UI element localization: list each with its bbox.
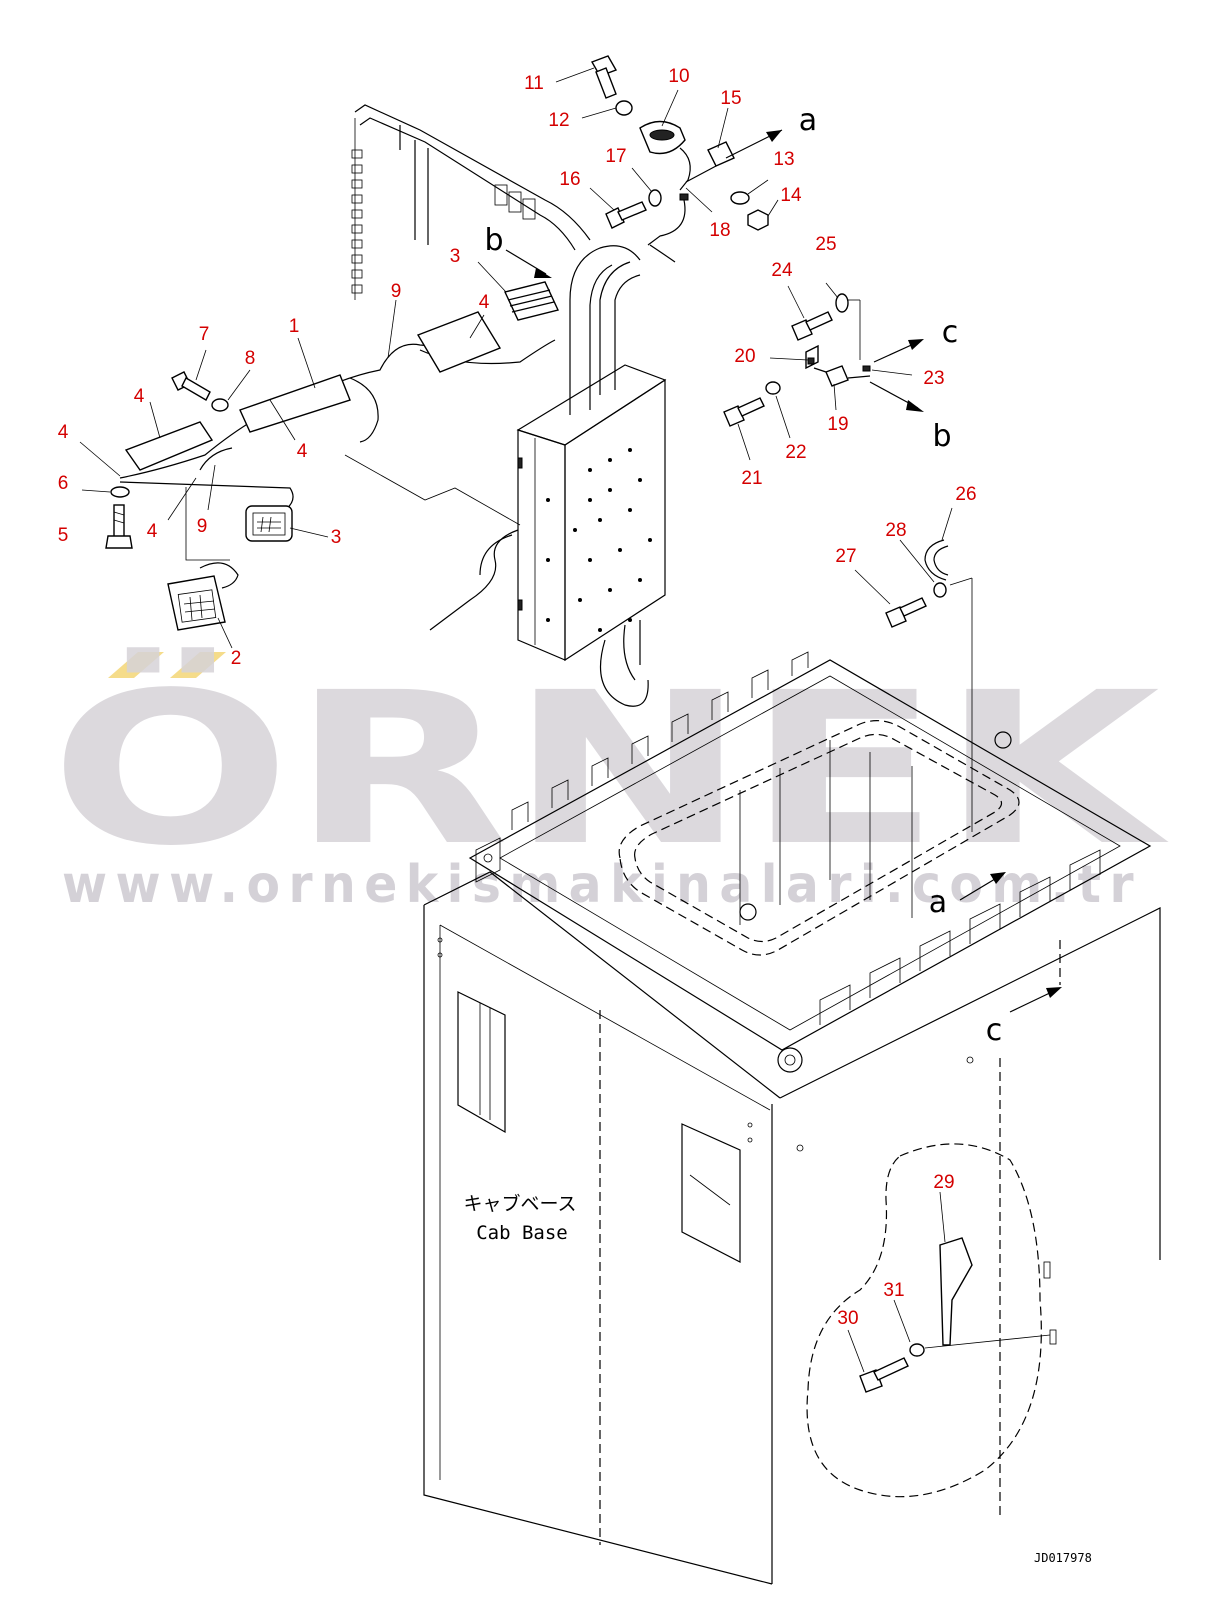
relay-19	[813, 365, 871, 387]
rear-lamp	[639, 120, 691, 191]
bolt-21	[723, 397, 765, 427]
plate-29	[939, 1237, 973, 1346]
mounting-clip	[1049, 1329, 1057, 1345]
protector-sleeve	[124, 311, 502, 471]
callout-18: 18	[709, 220, 730, 241]
bolt-5	[105, 504, 133, 549]
connector-string	[351, 118, 363, 300]
callout-9: 9	[197, 516, 208, 537]
callout-26: 26	[955, 484, 976, 505]
watermark-accent-mark	[108, 652, 164, 678]
washer-22	[765, 381, 781, 395]
washer-17	[648, 189, 662, 207]
connector-block	[504, 281, 559, 321]
callout-11: 11	[524, 73, 544, 94]
callout-23: 23	[923, 368, 944, 389]
callout-2: 2	[231, 648, 242, 669]
callout-25: 25	[815, 234, 836, 255]
callout-30: 30	[837, 1308, 858, 1329]
callout-numbers: 1 2 3 3 4 4 4 4 4 5 6 7 8 9 9 10 11 12 1…	[58, 66, 977, 1329]
arrow-letter-c: c	[942, 315, 959, 350]
nut-14	[747, 209, 769, 231]
callout-4: 4	[58, 422, 69, 443]
bolt-24	[791, 311, 833, 341]
leader-line	[344, 454, 521, 526]
callout-22: 22	[785, 442, 806, 463]
washer-31	[909, 1343, 925, 1357]
bolt-30	[859, 1357, 909, 1393]
callout-20: 20	[734, 346, 755, 367]
callout-5: 5	[58, 525, 69, 546]
bolt-11	[590, 55, 618, 99]
callout-28: 28	[885, 520, 906, 541]
washer-12	[615, 100, 633, 116]
callout-3: 3	[450, 246, 461, 267]
work-lamp	[245, 505, 293, 542]
arrow-letter-c: c	[986, 1013, 1003, 1048]
detail-view-outline	[806, 1143, 1042, 1498]
callout-14: 14	[780, 185, 802, 206]
callout-1: 1	[289, 316, 300, 337]
callout-16: 16	[559, 169, 580, 190]
washer-25	[835, 293, 849, 313]
bolt-16	[605, 201, 647, 229]
callout-3: 3	[331, 527, 342, 548]
callout-29: 29	[933, 1172, 954, 1193]
cab-base: キャブベース Cab Base	[423, 651, 1161, 1585]
callout-8: 8	[245, 348, 256, 369]
watermark-brand: ÖRNEK	[50, 646, 1170, 892]
callout-13: 13	[773, 149, 794, 170]
arrow-letter-a: a	[929, 885, 947, 920]
watermark-accent-mark	[170, 652, 226, 678]
callout-15: 15	[720, 88, 741, 109]
callout-7: 7	[199, 324, 210, 345]
bracket-20	[805, 344, 819, 370]
arrow-letter-b: b	[484, 223, 503, 258]
clip-18	[647, 193, 689, 263]
watermark-url: www.ornekismakinalari.com.tr	[62, 855, 1142, 915]
washer-28	[933, 582, 947, 598]
clip-23	[862, 365, 871, 372]
watermark: ÖRNEK www.ornekismakinalari.com.tr	[50, 646, 1170, 915]
cab-label-jp: キャブベース	[463, 1192, 576, 1215]
callout-10: 10	[668, 66, 689, 87]
relay-15	[685, 141, 735, 183]
callout-27: 27	[835, 546, 856, 567]
harness-duct	[351, 104, 649, 707]
washer-13	[730, 191, 750, 205]
arrow-letter-a: a	[799, 103, 817, 138]
direction-arrows	[505, 129, 1062, 1013]
callout-21: 21	[741, 468, 762, 489]
callout-31: 31	[883, 1280, 904, 1301]
callout-4: 4	[134, 386, 145, 407]
callout-4: 4	[297, 441, 308, 462]
work-lamp-2	[167, 562, 239, 631]
callout-17: 17	[605, 146, 626, 167]
washer-6	[110, 486, 130, 498]
cab-label-en: Cab Base	[476, 1222, 568, 1244]
mounting-clip	[1043, 1261, 1051, 1279]
washer-8	[211, 398, 229, 412]
bolt-27	[885, 597, 927, 628]
drawing-code: JD017978	[1034, 1551, 1092, 1565]
callout-24: 24	[771, 260, 793, 281]
band-26	[924, 539, 949, 581]
callout-4: 4	[479, 292, 490, 313]
callout-9: 9	[391, 281, 402, 302]
callout-leaders	[79, 67, 953, 1373]
bolt-7	[171, 371, 211, 401]
callout-6: 6	[58, 473, 69, 494]
callout-19: 19	[827, 414, 848, 435]
callout-12: 12	[548, 110, 569, 131]
callout-4: 4	[147, 521, 158, 542]
controller-box	[516, 364, 667, 662]
arrow-letter-b: b	[932, 419, 951, 454]
